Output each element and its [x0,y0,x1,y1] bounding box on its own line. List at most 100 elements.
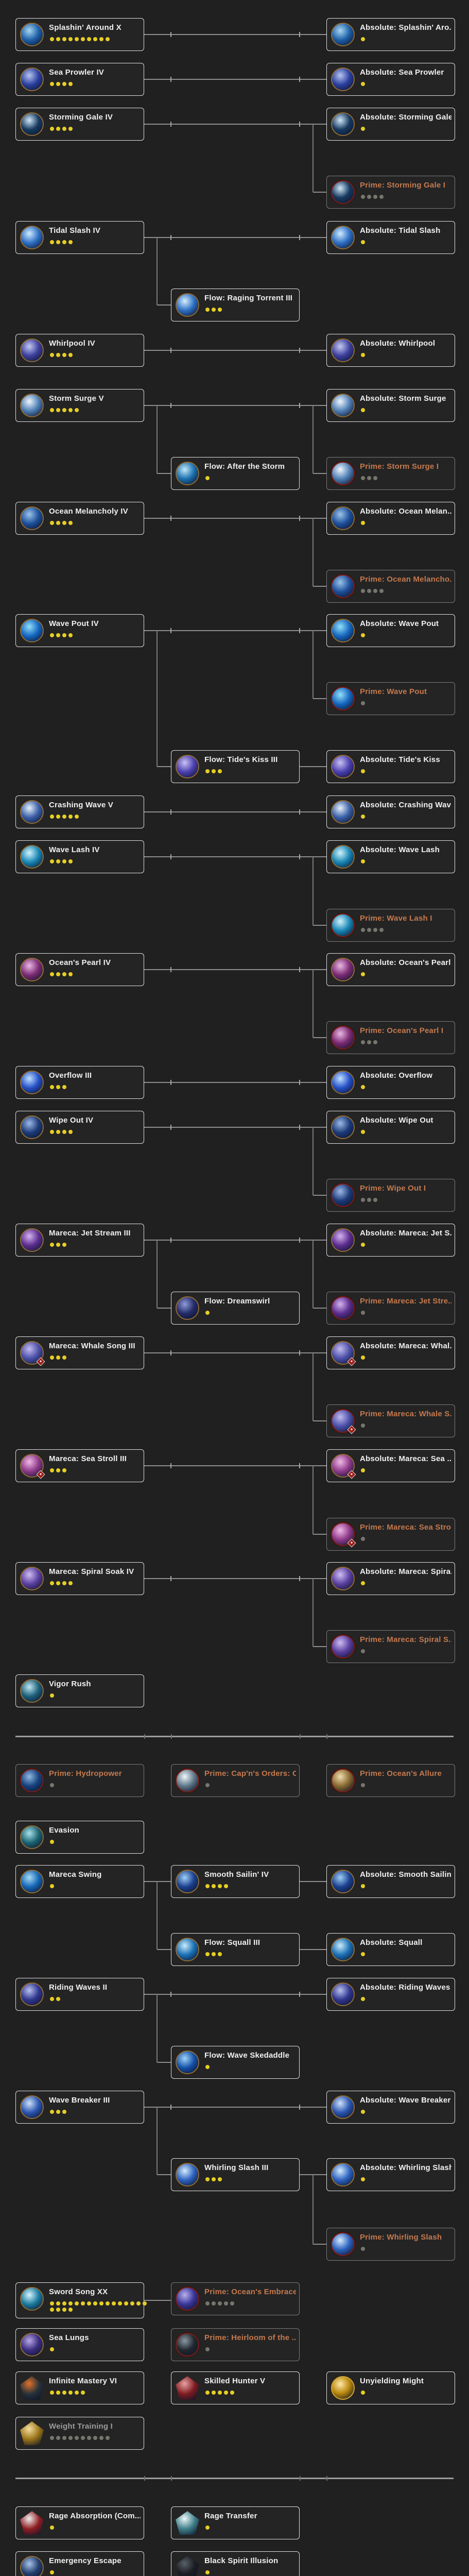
connector-line [313,925,326,926]
skill-card-black-spirit-illusion[interactable]: Black Spirit Illusion [171,2551,300,2576]
skill-card-wipe-out[interactable]: Wipe Out IV [15,1111,144,1144]
skill-card-mareca-spiral-soak[interactable]: Mareca: Spiral Soak IV [15,1562,144,1595]
connector-tick [170,1992,171,1997]
skill-card-infinite-mastery[interactable]: Infinite Mastery VI [15,2371,144,2404]
skill-card-absolute-crashing-wave[interactable]: Absolute: Crashing Wave [326,795,455,828]
skill-card-sword-song[interactable]: Sword Song XX [15,2282,147,2318]
connector-line-vertical [312,1240,314,1308]
skill-card-wave-lash[interactable]: Wave Lash IV [15,840,144,873]
skill-card-wave-breaker[interactable]: Wave Breaker III [15,2091,144,2124]
pip-filled [56,1355,60,1360]
diamond-badge-icon [347,1470,356,1479]
skill-card-absolute-squall[interactable]: Absolute: Squall [326,1933,455,1966]
skill-card-mareca-jet-stream[interactable]: Mareca: Jet Stream III [15,1224,144,1257]
skill-card-absolute-splashin-around[interactable]: Absolute: Splashin' Aro... [326,18,455,51]
skill-card-flow-tides-kiss[interactable]: Flow: Tide's Kiss III [171,750,300,783]
flow-wave-skedaddle-icon [176,2050,199,2074]
skill-card-mareca-sea-stroll[interactable]: Mareca: Sea Stroll III [15,1449,144,1482]
skill-card-whirling-slash[interactable]: Whirling Slash III [171,2158,300,2191]
skill-card-emergency-escape[interactable]: Emergency Escape [15,2551,144,2576]
skill-card-rage-absorption[interactable]: Rage Absorption (Com... [15,2506,144,2539]
connector-line [144,811,326,812]
skill-card-flow-after-the-storm[interactable]: Flow: After the Storm [171,457,300,490]
pip-filled [361,1130,365,1134]
skill-card-flow-raging-torrent[interactable]: Flow: Raging Torrent III [171,289,300,321]
skill-card-absolute-ocean-melancholy[interactable]: Absolute: Ocean Melan... [326,502,455,535]
connector-line [313,1646,326,1647]
skill-card-absolute-whirlpool[interactable]: Absolute: Whirlpool [326,334,455,367]
skill-title: Smooth Sailin' IV [204,1870,269,1879]
skill-card-flow-squall[interactable]: Flow: Squall III [171,1933,300,1966]
skill-card-prime-wave-pout[interactable]: Prime: Wave Pout [326,682,455,715]
skill-card-mareca-swing[interactable]: Mareca Swing [15,1865,144,1898]
skill-card-storming-gale[interactable]: Storming Gale IV [15,108,144,141]
skill-card-absolute-wave-pout[interactable]: Absolute: Wave Pout [326,614,455,647]
pip-filled [361,2391,365,2395]
skill-card-prime-wipe-out[interactable]: Prime: Wipe Out I [326,1179,455,1212]
skill-card-absolute-wipe-out[interactable]: Absolute: Wipe Out [326,1111,455,1144]
pip-filled [62,353,66,357]
skill-card-absolute-storming-gale[interactable]: Absolute: Storming Gale [326,108,455,141]
rage-absorption-icon [20,2511,44,2535]
skill-card-absolute-tides-kiss[interactable]: Absolute: Tide's Kiss [326,750,455,783]
pip-empty [367,1040,371,1044]
skill-card-prime-oceans-allure[interactable]: Prime: Ocean's Allure [326,1764,455,1797]
skill-card-ocean-melancholy[interactable]: Ocean Melancholy IV [15,502,144,535]
skill-card-prime-mareca-sea-stroll[interactable]: Prime: Mareca: Sea Stroll [326,1518,455,1551]
skill-card-prime-hydropower[interactable]: Prime: Hydropower [15,1764,144,1797]
skill-card-prime-storming-gale[interactable]: Prime: Storming Gale I [326,176,455,209]
skill-card-prime-mareca-whale-song[interactable]: Prime: Mareca: Whale S... [326,1404,455,1437]
skill-card-absolute-wave-lash[interactable]: Absolute: Wave Lash [326,840,455,873]
skill-card-crashing-wave[interactable]: Crashing Wave V [15,795,144,828]
skill-card-absolute-storm-surge[interactable]: Absolute: Storm Surge [326,389,455,422]
skill-card-unyielding-might[interactable]: Unyielding Might [326,2371,455,2404]
skill-card-oceans-pearl[interactable]: Ocean's Pearl IV [15,953,144,986]
pip-filled [62,240,66,244]
skill-card-sea-prowler[interactable]: Sea Prowler IV [15,63,144,96]
skill-card-overflow[interactable]: Overflow III [15,1066,144,1099]
skill-card-prime-storm-surge[interactable]: Prime: Storm Surge I [326,457,455,490]
skill-card-absolute-oceans-pearl[interactable]: Absolute: Ocean's Pearl [326,953,455,986]
skill-card-prime-mareca-jet-stream[interactable]: Prime: Mareca: Jet Stre... [326,1292,455,1325]
skill-card-sea-lungs[interactable]: Sea Lungs [15,2328,144,2361]
skill-card-splashin-around[interactable]: Splashin' Around X [15,18,144,51]
skill-card-absolute-smooth-sailin[interactable]: Absolute: Smooth Sailin' [326,1865,455,1898]
skill-card-mareca-whale-song[interactable]: Mareca: Whale Song III [15,1336,144,1369]
skill-card-whirlpool[interactable]: Whirlpool IV [15,334,144,367]
skill-card-smooth-sailin[interactable]: Smooth Sailin' IV [171,1865,300,1898]
flow-tides-kiss-icon [176,755,199,778]
skill-card-evasion[interactable]: Evasion [15,1821,144,1854]
skill-card-absolute-mareca-whale-song[interactable]: Absolute: Mareca: Whal... [326,1336,455,1369]
skill-card-rage-transfer[interactable]: Rage Transfer [171,2506,300,2539]
skill-card-prime-mareca-spiral-soak[interactable]: Prime: Mareca: Spiral S... [326,1630,455,1663]
crashing-wave-icon [20,800,44,824]
skill-card-prime-whirling-slash[interactable]: Prime: Whirling Slash [326,2228,455,2261]
skill-card-absolute-riding-waves[interactable]: Absolute: Riding Waves [326,1978,455,2011]
connector-line-vertical [312,2175,314,2244]
skill-card-storm-surge[interactable]: Storm Surge V [15,389,144,422]
skill-card-flow-wave-skedaddle[interactable]: Flow: Wave Skedaddle [171,2046,300,2079]
skill-card-prime-ocean-melancholy[interactable]: Prime: Ocean Melancho... [326,570,455,603]
skill-card-prime-oceans-pearl[interactable]: Prime: Ocean's Pearl I [326,1021,455,1054]
skill-card-flow-dreamswirl[interactable]: Flow: Dreamswirl [171,1292,300,1325]
skill-card-absolute-overflow[interactable]: Absolute: Overflow [326,1066,455,1099]
skill-card-absolute-tidal-slash[interactable]: Absolute: Tidal Slash [326,221,455,254]
skill-card-vigor-rush[interactable]: Vigor Rush [15,1674,144,1707]
skill-card-tidal-slash[interactable]: Tidal Slash IV [15,221,144,254]
skill-card-prime-oceans-embrace[interactable]: Prime: Ocean's Embrace I [171,2282,300,2315]
skill-card-absolute-mareca-spiral-soak[interactable]: Absolute: Mareca: Spira... [326,1562,455,1595]
skill-card-absolute-wave-breaker[interactable]: Absolute: Wave Breaker [326,2091,455,2124]
skill-card-prime-wave-lash[interactable]: Prime: Wave Lash I [326,909,455,942]
skill-card-absolute-sea-prowler[interactable]: Absolute: Sea Prowler [326,63,455,96]
skill-card-skilled-hunter[interactable]: Skilled Hunter V [171,2371,300,2404]
skill-card-prime-heirloom[interactable]: Prime: Heirloom of the ... [171,2328,300,2361]
skill-card-absolute-mareca-sea-stroll[interactable]: Absolute: Mareca: Sea ... [326,1449,455,1482]
pip-filled [218,1952,222,1956]
skill-card-riding-waves[interactable]: Riding Waves II [15,1978,144,2011]
skill-card-prime-capns-orders-o[interactable]: Prime: Cap'n's Orders: O... [171,1764,300,1797]
pip-empty [361,701,365,705]
skill-card-absolute-mareca-jet-stream[interactable]: Absolute: Mareca: Jet S... [326,1224,455,1257]
skill-card-absolute-whirling-slash[interactable]: Absolute: Whirling Slash [326,2158,455,2191]
skill-card-weight-training[interactable]: Weight Training I [15,2417,144,2450]
skill-card-wave-pout[interactable]: Wave Pout IV [15,614,144,647]
